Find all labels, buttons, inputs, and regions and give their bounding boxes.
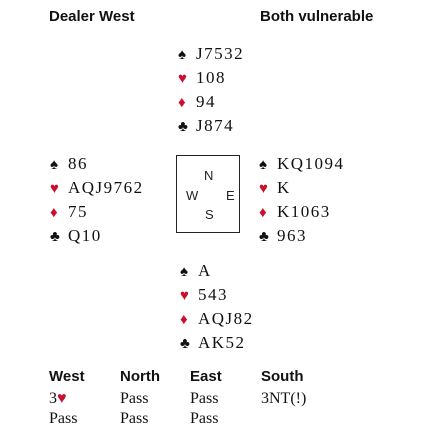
south-spades-cards: A [198, 261, 212, 280]
east-hearts: ♥K [259, 176, 345, 200]
auction-west-column: West 3♥ Pass [49, 368, 85, 430]
north-diamonds: ♦ 94 [178, 90, 244, 114]
heart-icon: ♥ [180, 288, 189, 304]
west-diamonds-cards: 75 [68, 202, 88, 221]
heart-icon: ♥ [57, 390, 67, 407]
compass-west: W [186, 188, 199, 203]
west-hearts: ♥ AQJ9762 [50, 176, 144, 200]
compass-box: N W E S [176, 155, 240, 233]
spade-icon: ♠ [180, 264, 188, 280]
heart-icon: ♥ [259, 181, 268, 197]
south-clubs-cards: AK52 [198, 333, 246, 352]
club-icon: ♣ [259, 229, 269, 245]
north-hearts-cards: 108 [196, 68, 226, 87]
north-clubs-cards: J874 [196, 116, 235, 135]
bid-level: 3 [49, 390, 57, 407]
west-clubs: ♣ Q10 [50, 224, 144, 248]
north-spades-cards: J7532 [196, 44, 245, 63]
south-hand: ♠A ♥543 ♦AQJ82 ♣AK52 [180, 259, 254, 355]
east-hearts-cards: K [277, 178, 291, 197]
west-clubs-cards: Q10 [68, 226, 102, 245]
auction-bid-south-1: 3NT(!) [261, 390, 307, 407]
north-spades: ♠ J7532 [178, 42, 244, 66]
east-clubs-cards: 963 [277, 226, 307, 245]
south-diamonds-cards: AQJ82 [198, 309, 254, 328]
south-hearts: ♥ 543 [180, 283, 254, 307]
east-diamonds: ♦ K1063 [259, 200, 345, 224]
west-diamonds: ♦ 75 [50, 200, 144, 224]
west-spades-cards: 86 [68, 154, 88, 173]
west-hearts-cards: AQJ9762 [68, 178, 144, 197]
diamond-icon: ♦ [259, 205, 267, 221]
south-clubs: ♣ AK52 [180, 331, 254, 355]
club-icon: ♣ [180, 336, 190, 352]
auction-east-column: East Pass Pass [190, 368, 222, 430]
south-spades: ♠A [180, 259, 254, 283]
compass-east: E [226, 188, 235, 203]
auction-south-column: South 3NT(!) [261, 368, 306, 430]
vulnerability-label: Both vulnerable [260, 8, 374, 25]
auction-bid-west-1: 3♥ [49, 390, 85, 410]
north-diamonds-cards: 94 [196, 92, 216, 111]
diamond-icon: ♦ [50, 205, 58, 221]
north-clubs: ♣ J874 [178, 114, 244, 138]
spade-icon: ♠ [50, 157, 58, 173]
compass-north: N [204, 168, 214, 183]
north-hand: ♠ J7532 ♥ 108 ♦ 94 ♣ J874 [178, 42, 244, 138]
auction-bid-east-2: Pass [190, 410, 219, 427]
east-spades: ♠ KQ1094 [259, 152, 345, 176]
north-hearts: ♥ 108 [178, 66, 244, 90]
auction-bid-south-2 [261, 410, 306, 430]
dealer-label: Dealer West [49, 8, 135, 25]
spade-icon: ♠ [259, 157, 267, 173]
west-hand: ♠ 86 ♥ AQJ9762 ♦ 75 ♣ Q10 [50, 152, 144, 248]
east-hand: ♠KQ1094 ♥K ♦K1063 ♣963 [259, 152, 345, 248]
auction-header-east: East [190, 368, 222, 385]
club-icon: ♣ [50, 229, 60, 245]
heart-icon: ♥ [50, 181, 59, 197]
south-diamonds: ♦ AQJ82 [180, 307, 254, 331]
auction-bid-east-1: Pass [190, 390, 219, 407]
east-spades-cards: KQ1094 [277, 154, 345, 173]
auction-header-west: West [49, 368, 85, 385]
club-icon: ♣ [178, 119, 188, 135]
west-spades: ♠ 86 [50, 152, 144, 176]
east-clubs: ♣ 963 [259, 224, 345, 248]
diamond-icon: ♦ [178, 95, 186, 111]
diamond-icon: ♦ [180, 312, 188, 328]
auction-north-column: North Pass Pass [120, 368, 160, 430]
compass-south: S [205, 207, 214, 222]
auction-header-north: North [120, 368, 160, 385]
auction-bid-west-2: Pass [49, 410, 78, 427]
heart-icon: ♥ [178, 71, 187, 87]
auction-bid-north-1: Pass [120, 390, 149, 407]
spade-icon: ♠ [178, 47, 186, 63]
east-diamonds-cards: K1063 [277, 202, 331, 221]
auction-header-south: South [261, 368, 304, 385]
auction-bid-north-2: Pass [120, 410, 149, 427]
south-hearts-cards: 543 [198, 285, 228, 304]
